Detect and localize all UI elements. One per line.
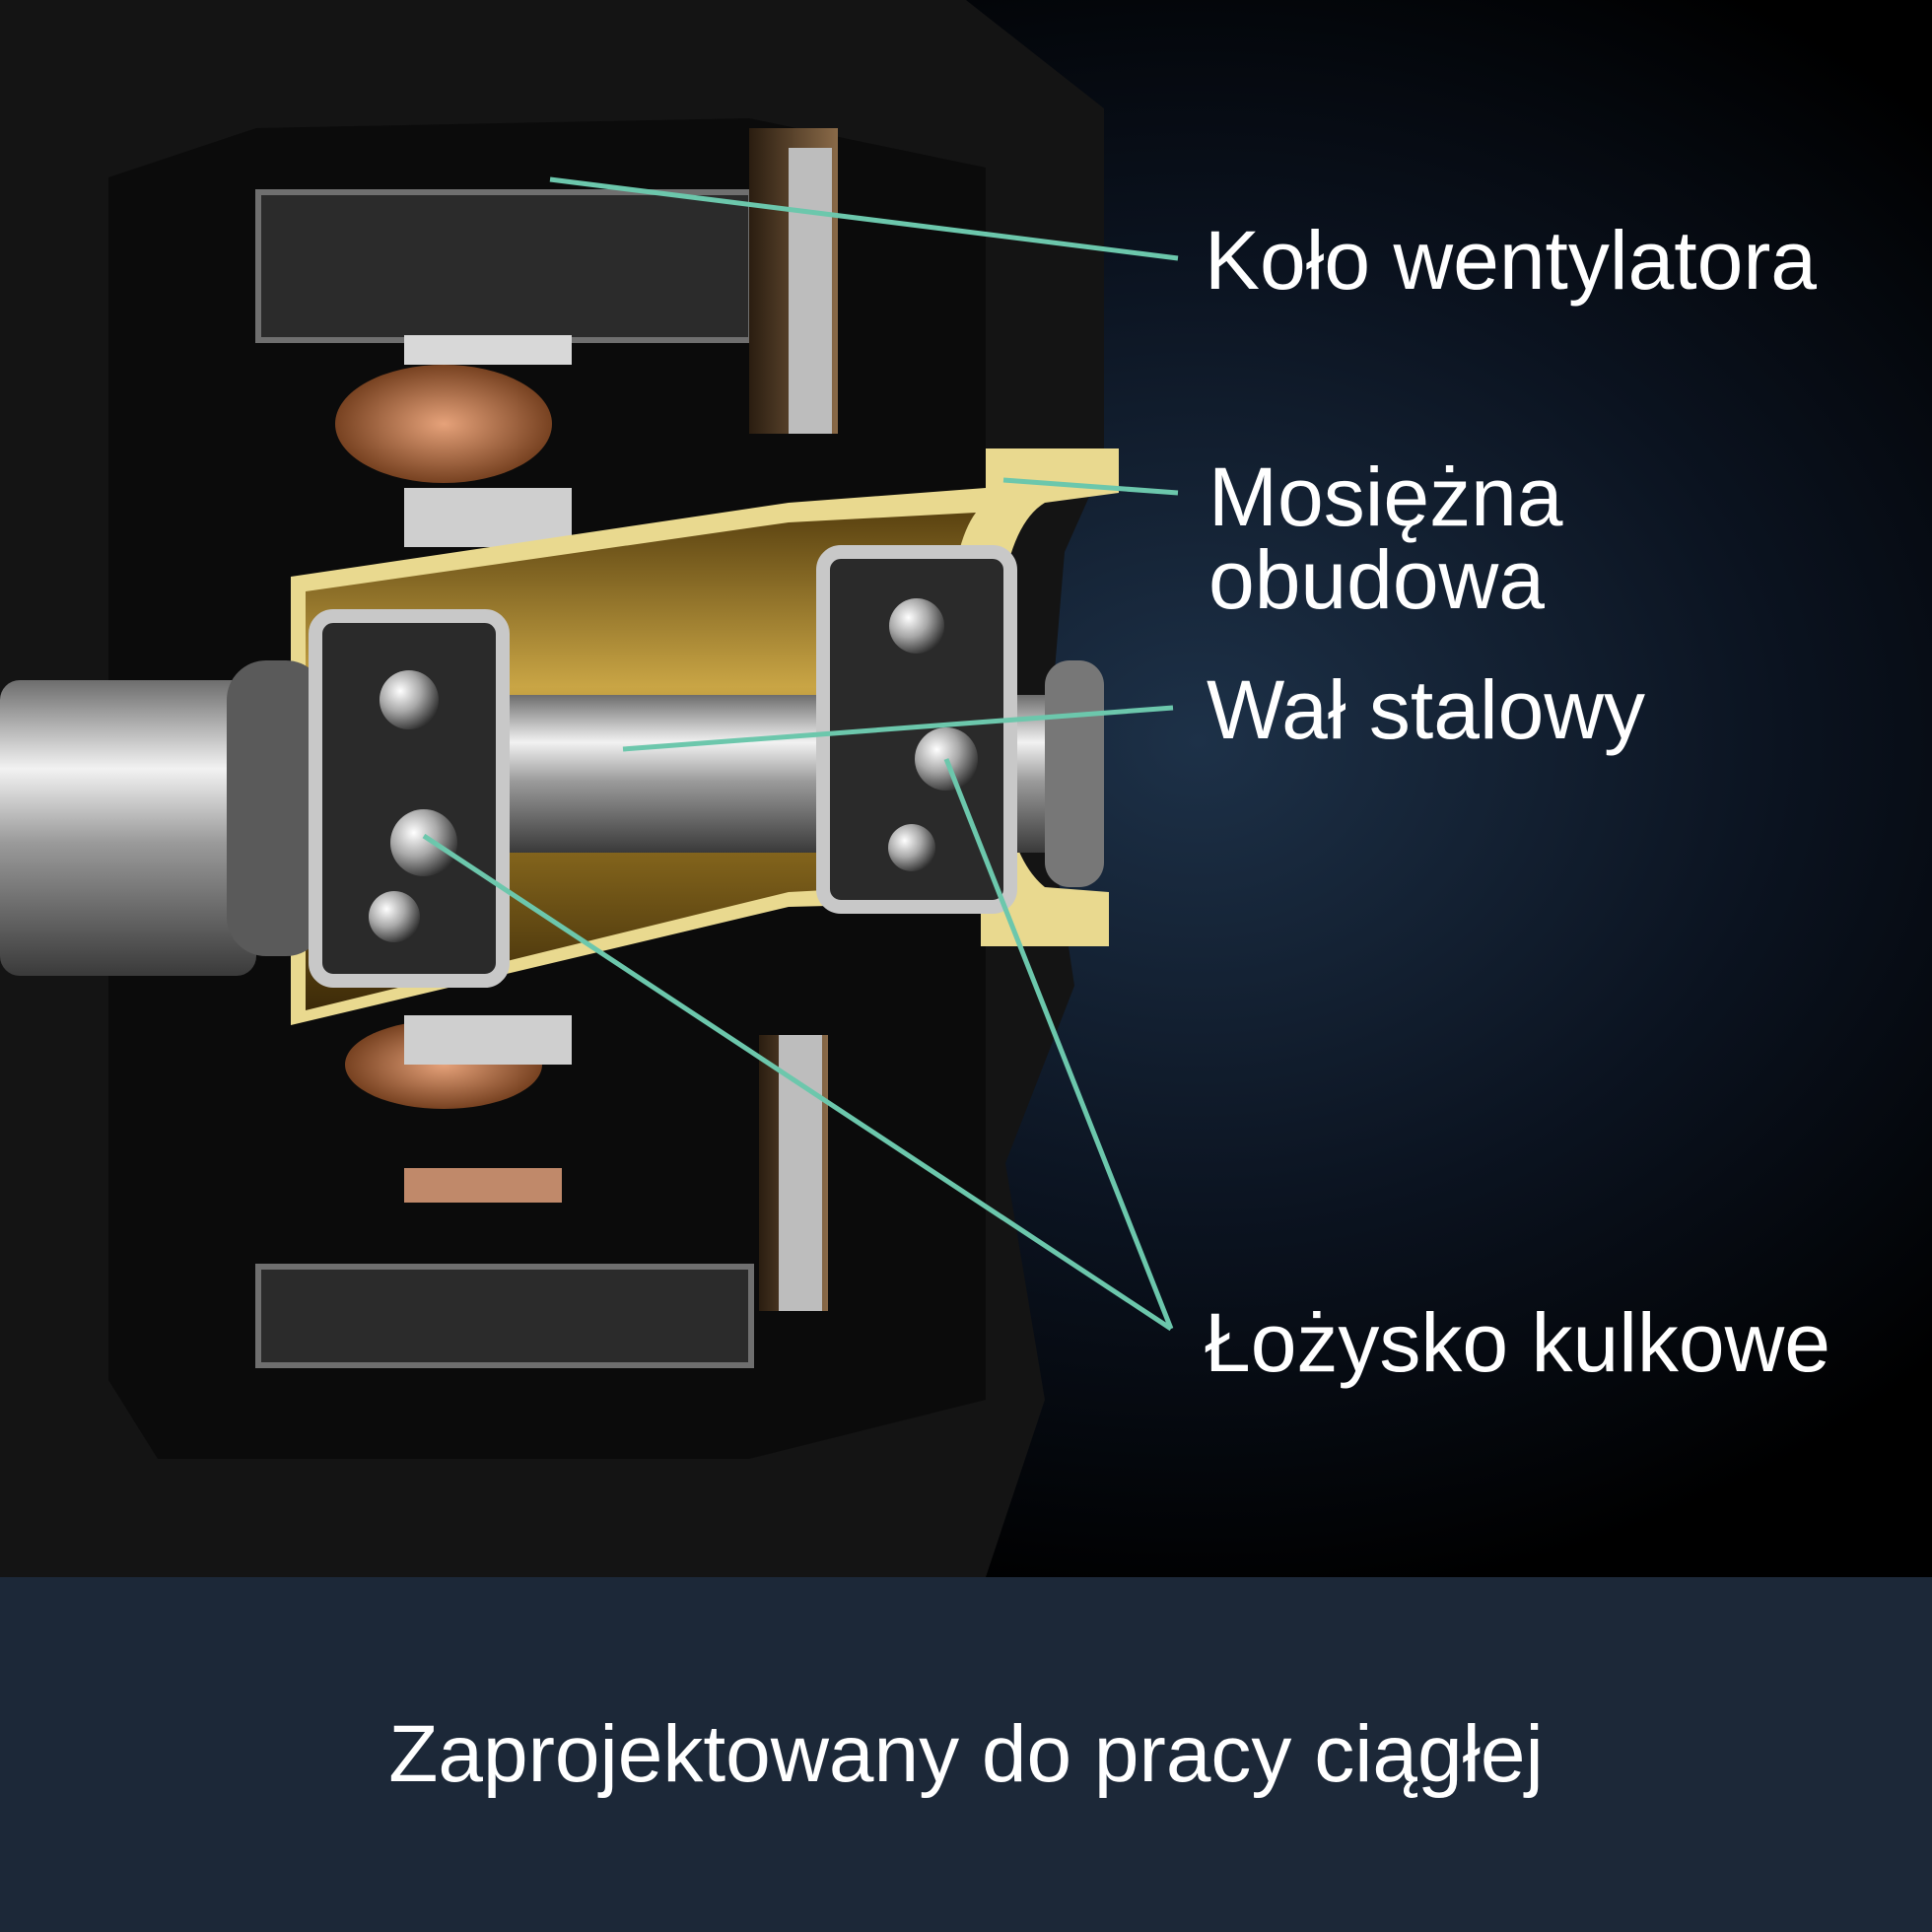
label-brass-housing-line1: Mosiężna [1208,450,1563,543]
leader-line-brass-housing [1002,477,1179,496]
motor-cutaway-drawing [0,0,1932,1577]
label-fan-wheel: Koło wentylatora [1205,214,1818,307]
label-brass-housing: Mosiężna obudowa [1208,455,1563,621]
leader-line-steel-shaft [622,705,1174,752]
label-ball-bearing: Łożysko kulkowe [1205,1296,1830,1389]
label-steel-shaft: Wał stalowy [1207,663,1645,756]
leader-line-bearing-right [943,758,1174,1330]
caption-text: Zaprojektowany do pracy ciągłej [388,1709,1544,1799]
caption-banner: Zaprojektowany do pracy ciągłej [0,1577,1932,1932]
motor-cutaway-illustration: Koło wentylatora Mosiężna obudowa Wał st… [0,0,1932,1577]
leader-line-fan-wheel [549,176,1179,261]
leader-line-bearing-left [422,833,1173,1332]
label-brass-housing-line2: obudowa [1208,533,1545,626]
leader-lines [422,176,1179,1332]
